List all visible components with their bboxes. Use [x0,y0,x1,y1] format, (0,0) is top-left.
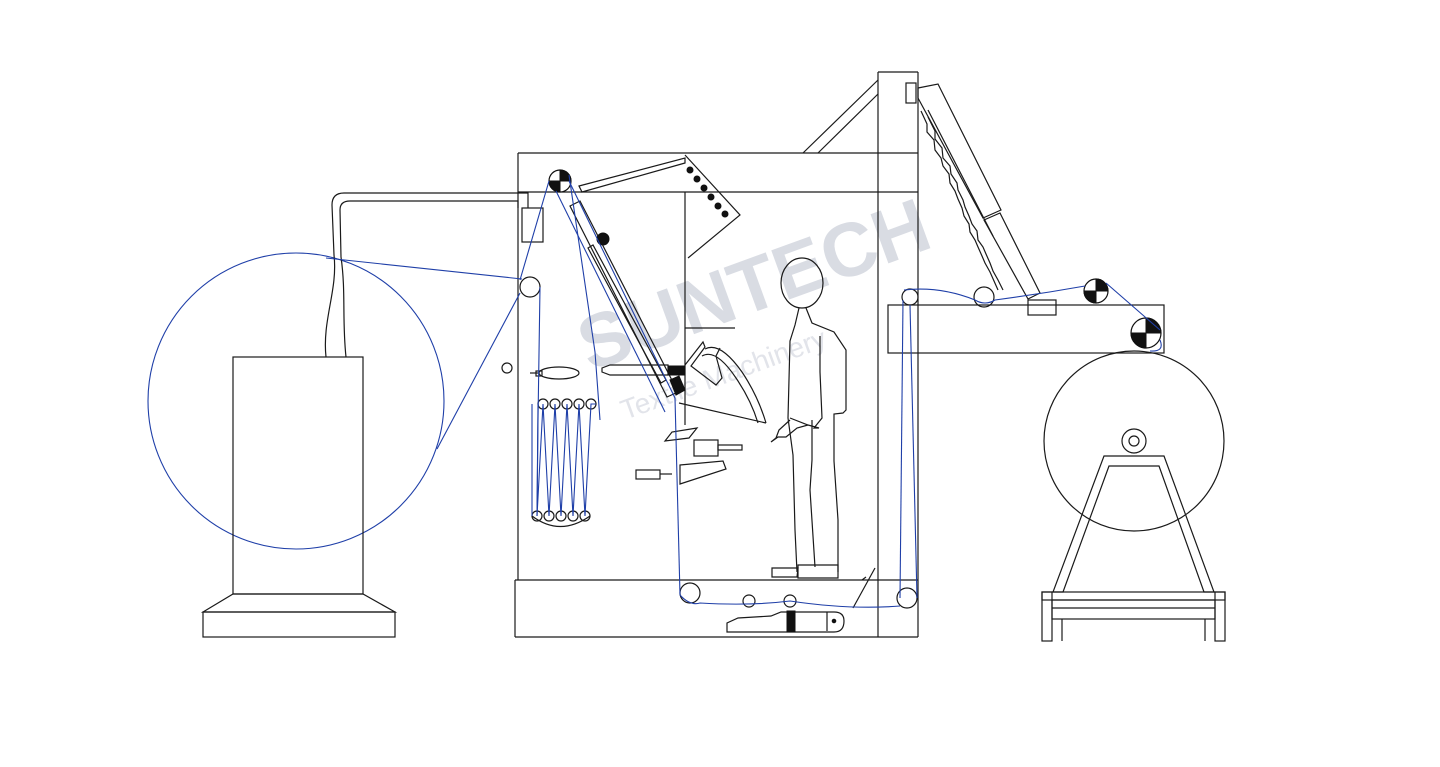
floor-hatch [852,567,876,609]
arm-foot-block [1027,299,1057,316]
lower-fixtures [635,402,767,485]
beam-drive-roller-1 [1083,278,1109,304]
light-bulb-4 [707,193,715,201]
guide-roller-left [519,276,541,298]
beam-entry-roller [901,288,919,306]
take-up-arm [917,83,1057,316]
beam-drive-roller-2 [1130,317,1162,349]
supply-hose-outer [324,192,529,358]
supply-stand-column [232,356,364,595]
take-up-fabric-roll [1043,350,1225,532]
operator-figure [770,257,847,579]
inspection-light-hood [578,154,741,259]
beam-roller-left [973,286,995,308]
drive-motor [726,611,845,633]
operator-right-foot [797,564,839,579]
supply-stand-skirt [200,593,398,613]
top-drive-roller [548,169,572,193]
operator-head [780,257,824,309]
holder-bracket [684,327,767,424]
take-up-roll-unit [1041,350,1226,642]
bottom-idler-2 [783,594,797,608]
supply-fabric-roll [147,252,445,550]
bottom-idler-1 [742,594,756,608]
brush-device [530,366,580,380]
main-machine-frame [501,71,919,638]
light-bulb-6 [721,210,729,218]
fabric-path [325,174,1162,608]
marking-device [601,364,686,396]
marker-block [669,375,686,396]
festoon-accumulator [531,398,597,527]
supply-stand-base [202,611,396,638]
watermark: SUNTECH Textile Machinery [567,182,941,425]
marker-head [667,365,686,376]
light-bulb-3 [700,184,708,192]
side-knob [501,362,513,374]
light-bulb-1 [686,166,694,174]
light-bulb-5 [714,202,722,210]
motor-coupling [786,610,796,633]
sensor-box [693,439,719,457]
control-box [521,207,544,243]
light-bulb-2 [693,175,701,183]
operator-left-foot [771,567,799,578]
bottom-roller-left [679,582,701,604]
supply-hose-inner [339,200,519,358]
take-up-beam [887,278,1165,354]
supply-roll-unit [147,192,529,638]
encoder-box [905,82,917,104]
